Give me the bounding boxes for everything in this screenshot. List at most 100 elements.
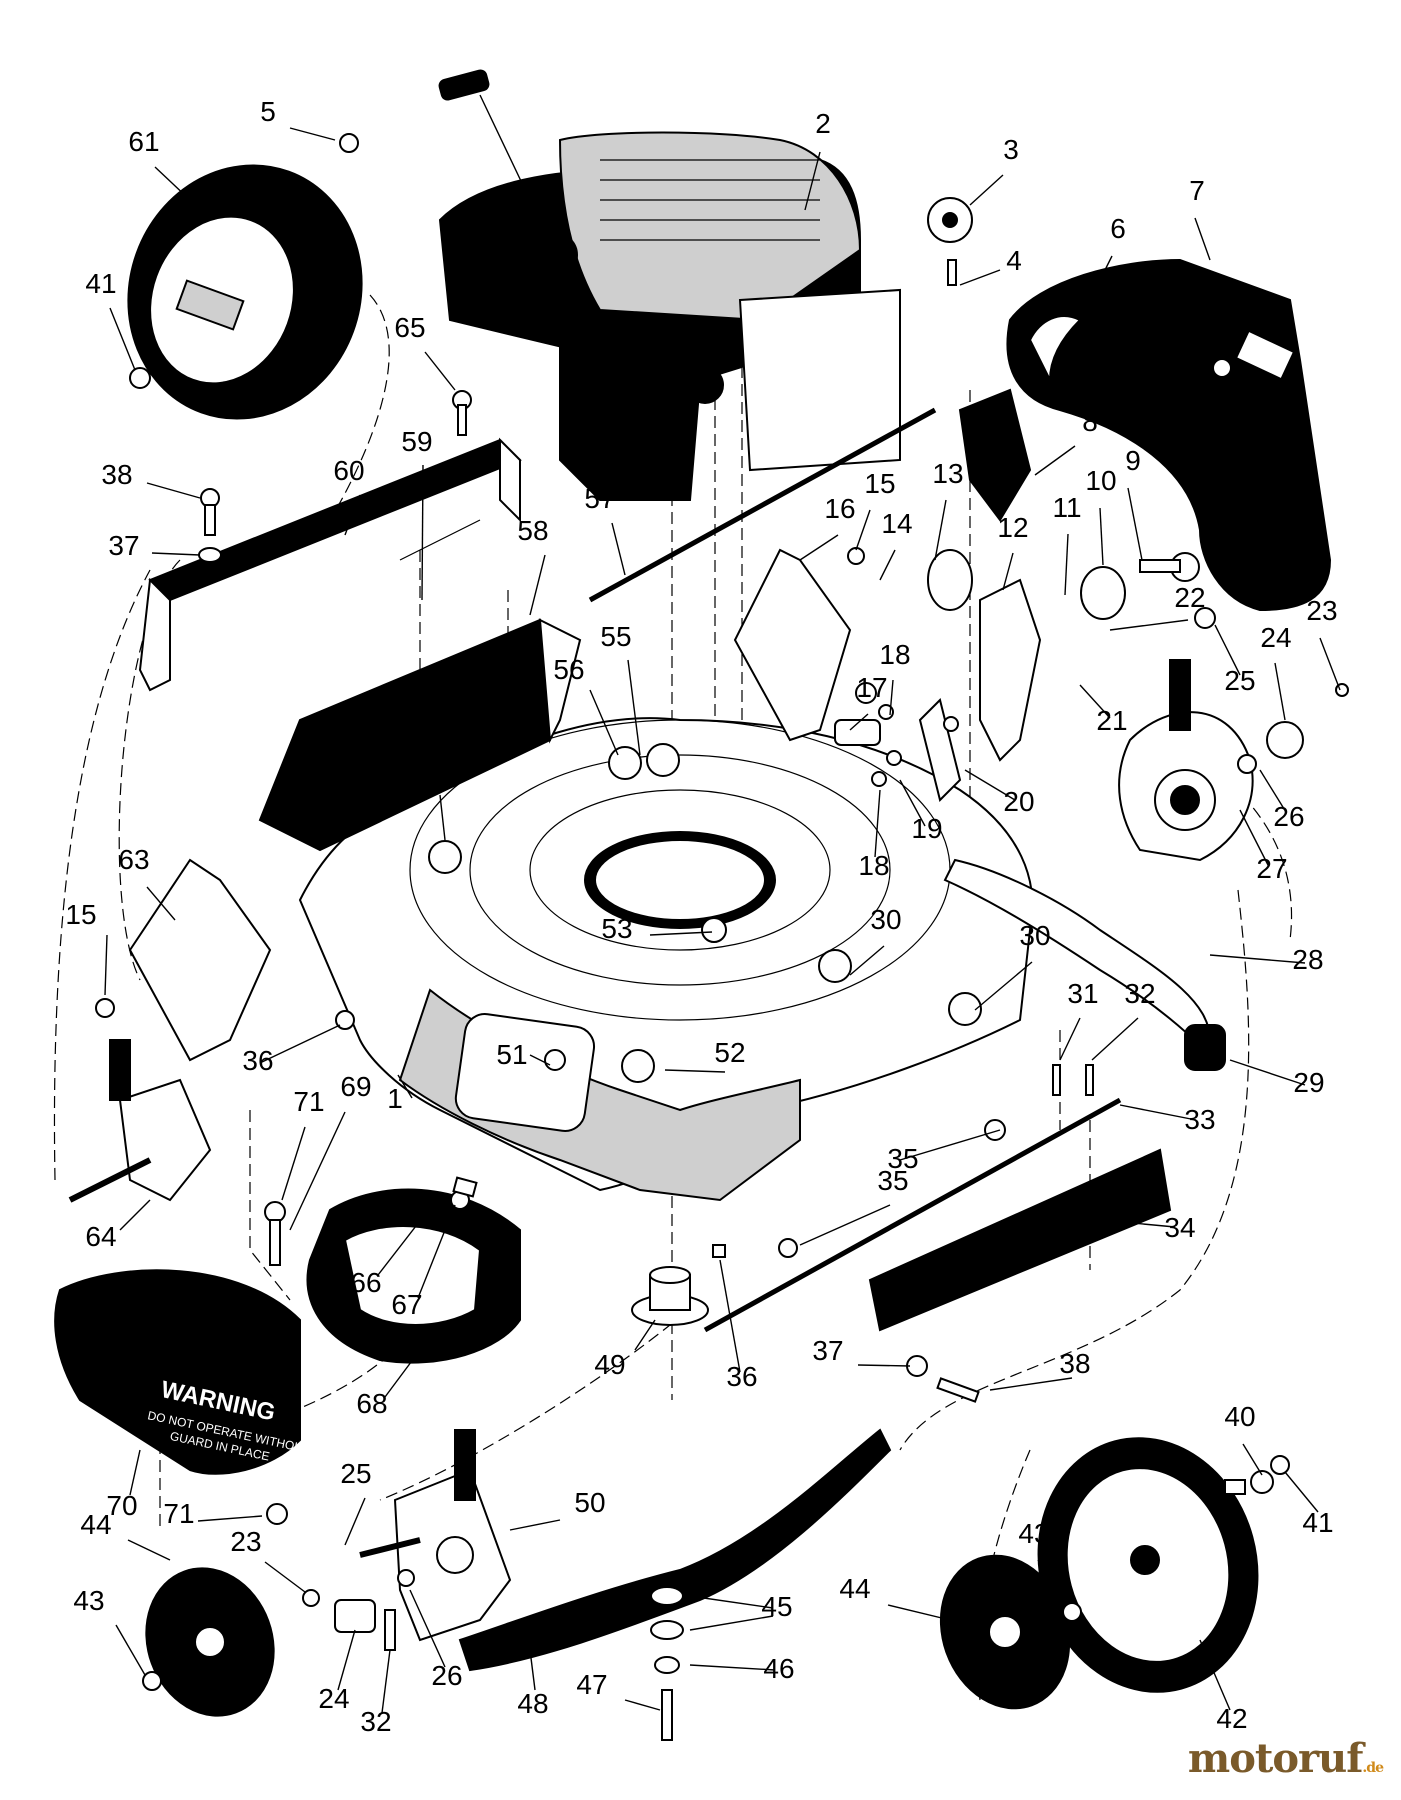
part-label-32: 32 (360, 1706, 391, 1737)
watermark: motoruf.de (1187, 1735, 1384, 1782)
part-label-42: 42 (1216, 1703, 1247, 1734)
part-label-33: 33 (1184, 1104, 1215, 1135)
rear-deflector (258, 519, 582, 852)
part-label-67: 67 (391, 1289, 422, 1320)
rear-left-wheel (127, 164, 363, 420)
part-label-55: 55 (600, 621, 631, 652)
part-label-10: 10 (1085, 465, 1116, 496)
part-label-18: 18 (858, 850, 889, 881)
part-label-17: 17 (856, 672, 887, 703)
watermark-suffix: .de (1362, 1760, 1384, 1776)
part-label-35: 35 (877, 1165, 908, 1196)
part-label-63: 63 (118, 844, 149, 875)
part-label-41: 41 (85, 268, 116, 299)
part-label-14: 14 (881, 508, 912, 539)
hubcap-front-left (145, 1567, 275, 1717)
part-label-12: 12 (997, 512, 1028, 543)
leader-lines (104, 127, 1341, 1714)
part-label-43: 43 (1018, 1518, 1049, 1549)
blade (458, 1428, 892, 1672)
part-label-2: 2 (815, 108, 831, 139)
part-label-50: 50 (574, 1487, 605, 1518)
part-label-26: 26 (431, 1660, 462, 1691)
part-label-41: 41 (1302, 1507, 1333, 1538)
part-label-8: 8 (1082, 406, 1098, 437)
part-label-71: 71 (163, 1498, 194, 1529)
part-label-23: 23 (1306, 595, 1337, 626)
part-label-58: 58 (517, 515, 548, 546)
hardware (95, 133, 1349, 1741)
height-adjuster-left (128, 858, 272, 1062)
rear-baffle (138, 437, 522, 692)
part-label-61: 61 (128, 126, 159, 157)
part-label-49: 49 (594, 1349, 625, 1380)
part-label-30: 30 (1019, 920, 1050, 951)
rear-flap (868, 1148, 1172, 1332)
part-label-44: 44 (839, 1573, 870, 1604)
part-label-35: 35 (887, 1143, 918, 1174)
part-label-38: 38 (101, 459, 132, 490)
part-label-21: 21 (1096, 705, 1127, 736)
part-label-51: 51 (496, 1039, 527, 1070)
part-label-28: 28 (1292, 944, 1323, 975)
part-label-53: 53 (601, 913, 632, 944)
part-label-25: 25 (340, 1458, 371, 1489)
front-axle-rod (703, 1097, 1122, 1333)
front-right-wheel (1037, 1437, 1259, 1693)
part-label-22: 22 (1174, 582, 1205, 613)
part-label-29: 29 (1293, 1067, 1324, 1098)
part-label-5: 5 (260, 96, 276, 127)
part-label-23: 23 (230, 1526, 261, 1557)
part-label-4: 4 (1006, 245, 1022, 276)
part-label-47: 47 (576, 1669, 607, 1700)
part-label-38: 38 (1059, 1348, 1090, 1379)
part-label-16: 16 (824, 493, 855, 524)
part-label-37: 37 (108, 530, 139, 561)
front-adjuster-right (359, 1429, 512, 1642)
part-label-69: 69 (340, 1071, 371, 1102)
part-label-9: 9 (1125, 445, 1141, 476)
part-label-1: 1 (387, 1083, 403, 1114)
part-label-44: 44 (80, 1509, 111, 1540)
part-label-35: 35 (418, 754, 449, 785)
front-adjuster-left (68, 1039, 212, 1203)
part-label-3: 3 (1003, 134, 1019, 165)
part-label-6: 6 (1110, 213, 1126, 244)
engine (438, 69, 901, 501)
part-label-71: 71 (293, 1086, 324, 1117)
part-label-40: 40 (1224, 1401, 1255, 1432)
part-label-13: 13 (932, 458, 963, 489)
mower-deck (298, 717, 1034, 1202)
part-label-25: 25 (1224, 665, 1255, 696)
part-label-20: 20 (1003, 786, 1034, 817)
height-adjuster-right (733, 388, 1126, 802)
part-label-24: 24 (1260, 622, 1291, 653)
part-label-36: 36 (726, 1361, 757, 1392)
part-label-26: 26 (1273, 801, 1304, 832)
watermark-main: motoruf (1187, 1735, 1364, 1782)
part-label-52: 52 (714, 1037, 745, 1068)
part-label-68: 68 (356, 1388, 387, 1419)
handle-end (1184, 1024, 1226, 1071)
part-label-11: 11 (1052, 492, 1081, 523)
height-adjuster-plate (1118, 659, 1254, 862)
part-label-30: 30 (870, 904, 901, 935)
part-label-36: 36 (242, 1045, 273, 1076)
part-label-18: 18 (879, 639, 910, 670)
part-label-65: 65 (394, 312, 425, 343)
part-label-15: 15 (864, 468, 895, 499)
part-label-7: 7 (1189, 175, 1205, 206)
part-label-43: 43 (73, 1585, 104, 1616)
part-label-32: 32 (1124, 978, 1155, 1009)
part-label-56: 56 (553, 654, 584, 685)
part-label-34: 34 (1164, 1212, 1195, 1243)
blade-adapter (631, 1266, 709, 1326)
part-label-27: 27 (1256, 853, 1287, 884)
part-label-60: 60 (333, 455, 364, 486)
part-label-70: 70 (106, 1490, 137, 1521)
part-label-66: 66 (350, 1267, 381, 1298)
part-label-19: 19 (911, 813, 942, 844)
part-label-64: 64 (85, 1221, 116, 1252)
